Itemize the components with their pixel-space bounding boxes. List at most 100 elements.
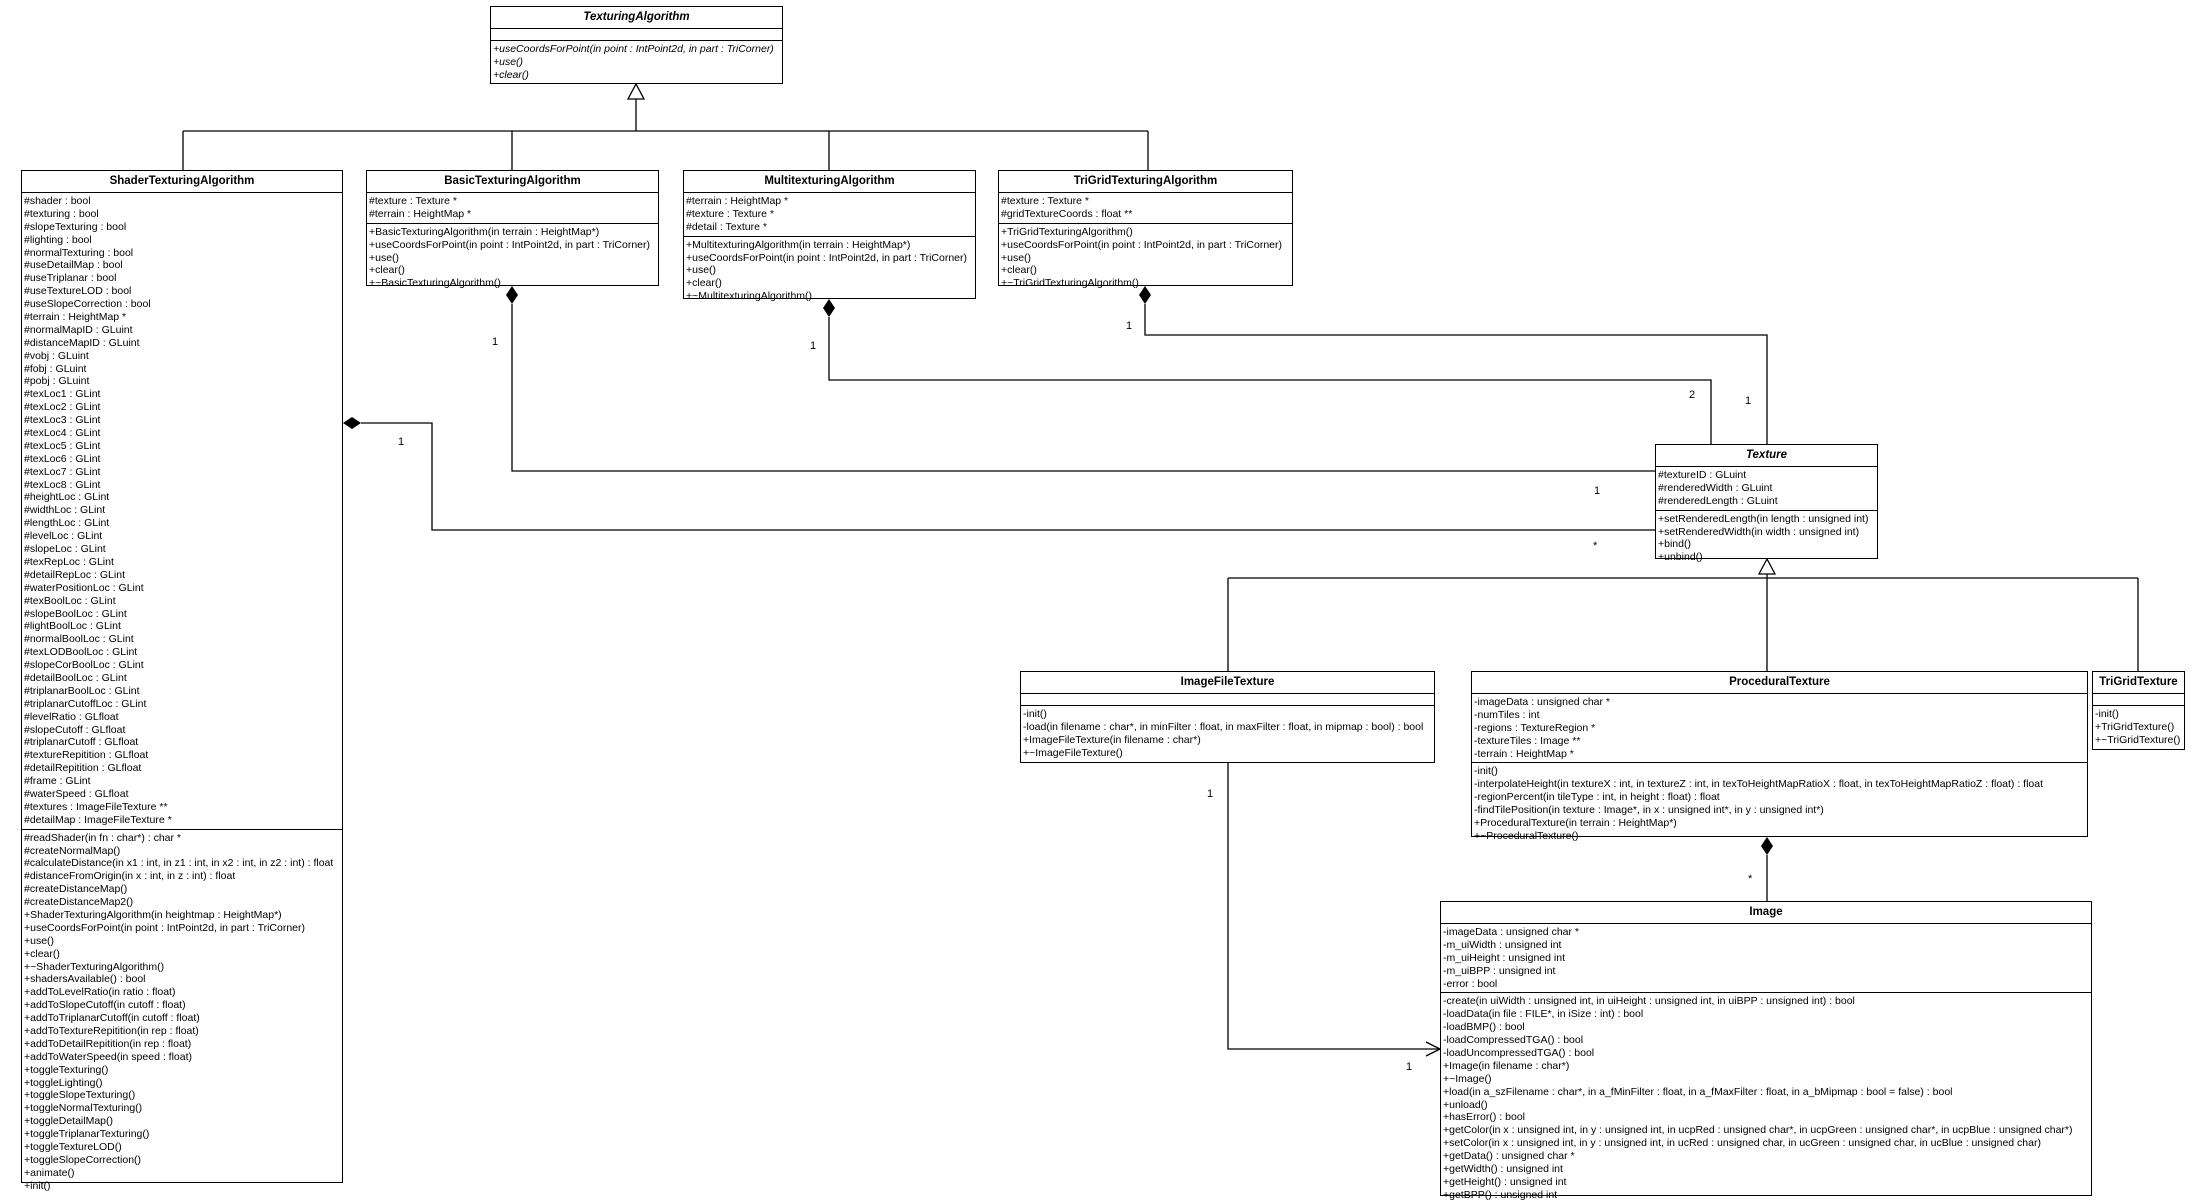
composition-trigrid-texture bbox=[1144, 304, 1768, 444]
attributes-compartment bbox=[2093, 694, 2184, 706]
attribute: #slopeLoc : GLint bbox=[24, 543, 106, 556]
operation: +~TriGridTexturingAlgorithm() bbox=[1001, 277, 1139, 290]
attribute: #widthLoc : GLint bbox=[24, 504, 106, 517]
operation: +setRenderedLength(in length : unsigned … bbox=[1658, 512, 1869, 525]
operation: -interpolateHeight(in textureX : int, in… bbox=[1474, 778, 2044, 791]
operation: +addToDetailRepitition(in rep : float) bbox=[24, 1037, 192, 1050]
multiplicity-shader-source: 1 bbox=[398, 436, 405, 448]
multiplicity-image-target: 1 bbox=[1406, 1061, 1413, 1073]
operation: +init() bbox=[24, 1179, 51, 1192]
operation: +toggleTextureLOD() bbox=[24, 1141, 122, 1154]
composition-shader-texture bbox=[361, 422, 1655, 531]
class-name: TriGridTexture bbox=[2093, 672, 2184, 694]
operations-compartment: +setRenderedLength(in length : unsigned … bbox=[1656, 511, 1877, 567]
attribute: #terrain : HeightMap * bbox=[24, 311, 127, 324]
operations-compartment: +useCoordsForPoint(in point : IntPoint2d… bbox=[491, 41, 782, 84]
class-multitexturing-algorithm: MultitexturingAlgorithm#terrain : Height… bbox=[683, 170, 976, 302]
attribute: #terrain : HeightMap * bbox=[369, 207, 472, 220]
multiplicity-multi-source: 1 bbox=[810, 340, 817, 352]
operation: +~MultitexturingAlgorithm() bbox=[686, 290, 813, 303]
operations-compartment: +BasicTexturingAlgorithm(in terrain : He… bbox=[367, 224, 658, 292]
operation: +useCoordsForPoint(in point : IntPoint2d… bbox=[24, 921, 306, 934]
attribute: #terrain : HeightMap * bbox=[686, 195, 789, 207]
operation: +toggleNormalTexturing() bbox=[24, 1102, 143, 1115]
operation: -load(in filename : char*, in minFilter … bbox=[1023, 720, 1424, 733]
operation: +getWidth() : unsigned int bbox=[1443, 1163, 1563, 1176]
operation: -findTilePosition(in texture : Image*, i… bbox=[1474, 804, 1824, 817]
operation: +bind() bbox=[1658, 538, 1691, 551]
attribute: #texLODBoolLoc : GLint bbox=[24, 646, 138, 659]
class-shader-texturing-algorithm: ShaderTexturingAlgorithm#shader : bool#t… bbox=[21, 170, 343, 1192]
attribute: #lengthLoc : GLint bbox=[24, 517, 110, 530]
operation: -regionPercent(in tileType : int, in hei… bbox=[1474, 791, 1720, 804]
multiplicity-multi-target: 2 bbox=[1689, 389, 1696, 401]
composition-basic-texture bbox=[511, 304, 1655, 472]
attribute: #triplanarCutoffLoc : GLint bbox=[24, 697, 147, 710]
multiplicity-imagefile-source: 1 bbox=[1207, 788, 1214, 800]
operation: +hasError() : bool bbox=[1443, 1111, 1525, 1124]
attribute: -regions : TextureRegion * bbox=[1474, 721, 1596, 734]
operation: -loadBMP() : bool bbox=[1443, 1021, 1525, 1034]
multiplicity-procedural-image: * bbox=[1748, 873, 1753, 885]
attribute: #normalTexturing : bool bbox=[24, 246, 134, 259]
attribute: #texBoolLoc : GLint bbox=[24, 594, 116, 607]
attributes-compartment: #shader : bool#texturing : bool#slopeTex… bbox=[22, 193, 342, 830]
attribute: #levelRatio : GLfloat bbox=[24, 710, 119, 723]
composition-diamond-procedural bbox=[1761, 837, 1773, 855]
attribute: #useTriplanar : bool bbox=[24, 272, 117, 285]
attribute: #vobj : GLuint bbox=[24, 349, 89, 362]
attribute: #texLoc4 : GLint bbox=[24, 427, 101, 440]
operation: +getData() : unsigned char * bbox=[1443, 1150, 1575, 1163]
attribute: #lighting : bool bbox=[24, 233, 92, 246]
attribute: #detailMap : ImageFileTexture * bbox=[24, 813, 172, 826]
attribute: #slopeTexturing : bool bbox=[24, 220, 127, 233]
operation: +~BasicTexturingAlgorithm() bbox=[369, 277, 501, 290]
attribute: #textureRepitition : GLfloat bbox=[24, 749, 149, 762]
attribute: #texturing : bool bbox=[24, 207, 99, 220]
operation: #calculateDistance(in x1 : int, in z1 : … bbox=[24, 857, 334, 870]
operation: +setRenderedWidth(in width : unsigned in… bbox=[1658, 525, 1860, 538]
attribute: #texLoc6 : GLint bbox=[24, 452, 101, 465]
operation: +~Image() bbox=[1443, 1072, 1492, 1085]
class-name: ImageFileTexture bbox=[1021, 672, 1434, 694]
operation: -init() bbox=[1474, 765, 1498, 778]
class-name: ShaderTexturingAlgorithm bbox=[22, 171, 342, 193]
class-texturing-algorithm: TexturingAlgorithm+useCoordsForPoint(in … bbox=[490, 6, 783, 84]
composition-diamond-multi bbox=[823, 299, 835, 317]
operation: +clear() bbox=[1001, 264, 1037, 277]
attribute: -terrain : HeightMap * bbox=[1474, 747, 1574, 760]
attributes-compartment: #textureID : GLuint#renderedWidth : GLui… bbox=[1656, 467, 1877, 511]
generalization-arrow-texturing-algorithm bbox=[626, 82, 646, 100]
attributes-compartment bbox=[1021, 694, 1434, 706]
operation: +clear() bbox=[493, 68, 529, 81]
attribute: -m_uiBPP : unsigned int bbox=[1443, 964, 1556, 977]
class-basic-texturing-algorithm: BasicTexturingAlgorithm#texture : Textur… bbox=[366, 170, 659, 289]
attribute: #levelLoc : GLint bbox=[24, 530, 103, 543]
operation: +getColor(in x : unsigned int, in y : un… bbox=[1443, 1124, 2073, 1137]
attribute: #slopeBoolLoc : GLint bbox=[24, 607, 127, 620]
operation: +setColor(in x : unsigned int, in y : un… bbox=[1443, 1137, 2041, 1150]
operation: +addToTextureRepitition(in rep : float) bbox=[24, 1025, 199, 1037]
operation: +useCoordsForPoint(in point : IntPoint2d… bbox=[369, 238, 651, 251]
operation: +addToTriplanarCutoff(in cutoff : float) bbox=[24, 1012, 200, 1025]
composition-diamond-basic bbox=[506, 286, 518, 304]
attribute: -numTiles : int bbox=[1474, 708, 1540, 721]
attributes-compartment bbox=[491, 29, 782, 41]
operation: +clear() bbox=[686, 277, 722, 290]
operation: #distanceFromOrigin(in x : int, in z : i… bbox=[24, 870, 236, 883]
operation: +toggleSlopeCorrection() bbox=[24, 1153, 142, 1166]
attribute: #renderedLength : GLuint bbox=[1658, 494, 1778, 507]
operation: +useCoordsForPoint(in point : IntPoint2d… bbox=[1001, 238, 1283, 251]
operation: +toggleTexturing() bbox=[24, 1063, 109, 1076]
operation: -loadUncompressedTGA() : bool bbox=[1443, 1047, 1595, 1060]
operation: +addToWaterSpeed(in speed : float) bbox=[24, 1050, 193, 1063]
operation: #createDistanceMap() bbox=[24, 883, 128, 896]
attribute: -m_uiWidth : unsigned int bbox=[1443, 938, 1562, 951]
operation: +MultitexturingAlgorithm(in terrain : He… bbox=[686, 238, 911, 251]
operation: +BasicTexturingAlgorithm(in terrain : He… bbox=[369, 225, 600, 238]
class-name: Image bbox=[1441, 902, 2091, 924]
generalization-arrow-texture bbox=[1757, 557, 1777, 575]
operation: -init() bbox=[1023, 708, 1047, 720]
attribute: #textureID : GLuint bbox=[1658, 469, 1747, 481]
